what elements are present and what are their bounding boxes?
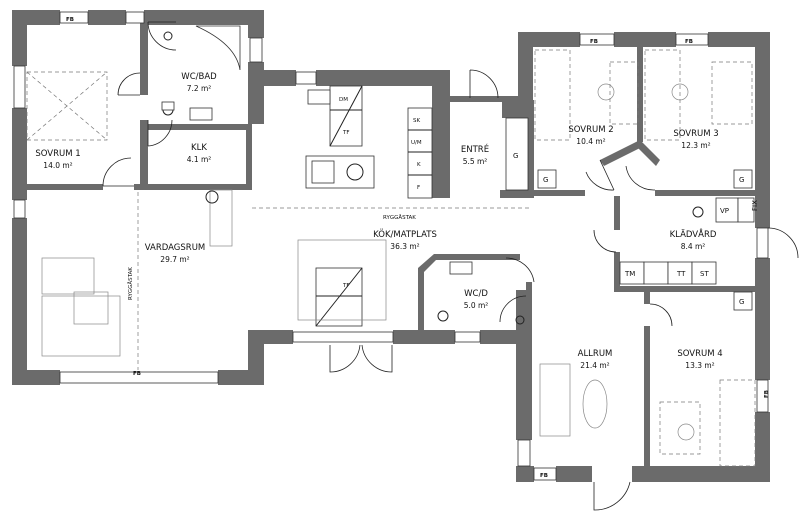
- window-label: FB: [590, 39, 598, 45]
- window-label: FB: [133, 371, 141, 377]
- fixture-label-f: F: [417, 185, 420, 191]
- closet-label-vp: VP: [720, 207, 729, 215]
- window-label: FB: [66, 17, 74, 23]
- room-area-sovrum4: 13.3 m²: [685, 361, 714, 370]
- fixture-label-um: U/M: [411, 140, 422, 146]
- bathroom-fixtures: [161, 25, 704, 325]
- closet-label-g: G: [739, 176, 744, 184]
- room-name-wcd: WC/D: [464, 289, 488, 299]
- closet-label-g: G: [513, 152, 518, 160]
- room-name-entre: ENTRÉ: [461, 143, 489, 155]
- window-label: FB: [540, 473, 548, 479]
- fixture-label-tf: TF: [342, 283, 350, 289]
- windows: [13, 11, 769, 481]
- fixture-label-k: K: [417, 162, 421, 168]
- room-name-sovrum2: SOVRUM 2: [568, 125, 613, 135]
- furniture: [26, 49, 756, 467]
- window-label: FB: [764, 390, 770, 398]
- doors: [102, 21, 799, 511]
- room-area-kok: 36.3 m²: [390, 242, 419, 251]
- fixture-label-dm: DM: [339, 97, 348, 103]
- kitchen-fixtures: [137, 85, 532, 370]
- closet-label-st: ST: [700, 270, 709, 278]
- room-name-allrum: ALLRUM: [578, 349, 613, 359]
- room-area-entre: 5.5 m²: [463, 157, 488, 166]
- room-area-wcbad: 7.2 m²: [187, 84, 212, 93]
- ryggastak-label: RYGGÅSTAK: [383, 214, 416, 221]
- room-name-klk: KLK: [191, 143, 207, 153]
- room-name-kok: KÖK/MATPLATS: [373, 229, 437, 240]
- walls: [12, 10, 770, 482]
- room-name-vardagsrum: VARDAGSRUM: [145, 243, 206, 253]
- closets: [505, 117, 755, 311]
- room-area-vardagsrum: 29.7 m²: [160, 255, 189, 264]
- room-area-sovrum2: 10.4 m²: [576, 137, 605, 146]
- fixture-label-sk: SK: [413, 118, 420, 124]
- room-area-klk: 4.1 m²: [187, 155, 212, 164]
- closet-label-tm: TM: [624, 270, 635, 278]
- room-area-sovrum3: 12.3 m²: [681, 141, 710, 150]
- closet-label-tt: TT: [676, 270, 686, 278]
- room-area-allrum: 21.4 m²: [580, 361, 609, 370]
- room-name-kladvard: KLÄDVÅRD: [670, 228, 717, 240]
- room-name-sovrum4: SOVRUM 4: [677, 349, 722, 359]
- room-labels: SOVRUM 1 14.0 m² WC/BAD 7.2 m² KLK 4.1 m…: [35, 72, 722, 370]
- closet-label-fix: FIX: [751, 200, 759, 211]
- window-label: FB: [685, 39, 693, 45]
- fixture-label-tf: TF: [342, 130, 350, 136]
- room-name-wcbad: WC/BAD: [181, 72, 217, 82]
- room-area-kladvard: 8.4 m²: [681, 242, 706, 251]
- closet-label-g: G: [739, 298, 744, 306]
- room-area-sovrum1: 14.0 m²: [43, 161, 72, 170]
- ryggastak-label: RYGGÅSTAK: [127, 267, 134, 300]
- room-area-wcd: 5.0 m²: [464, 301, 489, 310]
- room-name-sovrum1: SOVRUM 1: [35, 149, 80, 159]
- closet-label-g: G: [543, 176, 548, 184]
- room-name-sovrum3: SOVRUM 3: [673, 129, 718, 139]
